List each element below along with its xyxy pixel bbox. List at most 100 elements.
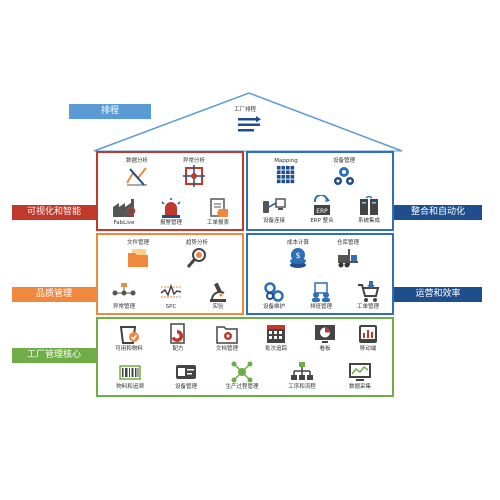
item-core-production: 生产过程管理 bbox=[216, 361, 268, 391]
item-label: 异常管理 bbox=[112, 304, 135, 310]
item-device-link: 设备连接 bbox=[248, 195, 300, 225]
item-erp: ERP ERP 整合 bbox=[296, 195, 348, 225]
schedule-icon bbox=[238, 116, 261, 132]
erp-icon: ERP bbox=[313, 195, 330, 215]
item-mapping: Mapping bbox=[260, 157, 312, 185]
item-core-available: 可用和物料 bbox=[103, 323, 155, 353]
roof-tag: 排程 bbox=[69, 104, 151, 119]
item-label: 工序和流程 bbox=[288, 384, 316, 390]
item-exception-mgmt: 异常管理 bbox=[98, 281, 150, 311]
item-core-batch: 批次追踪 bbox=[250, 323, 302, 353]
item-label: 生产过程管理 bbox=[225, 384, 259, 390]
item-file-mgmt: 文件管理 bbox=[112, 239, 164, 269]
item-label: SPC bbox=[165, 304, 177, 310]
item-label: 文档管理 bbox=[215, 346, 238, 352]
item-data-analysis: 数据分析 bbox=[111, 157, 163, 187]
crosshair-icon bbox=[183, 165, 205, 187]
item-label: 数据分析 bbox=[125, 158, 148, 164]
chain-icon bbox=[264, 282, 284, 302]
item-trend-analysis: 趋势分析 bbox=[171, 239, 223, 269]
item-label: 物料和追溯 bbox=[116, 384, 144, 390]
visual-box: 数据分析 异常分析 FabLive 报警管理 工单报表 bbox=[96, 151, 244, 231]
chart-x-icon bbox=[126, 167, 147, 186]
item-label: 异常分析 bbox=[182, 158, 205, 164]
folder-gear-icon bbox=[216, 326, 238, 344]
item-core-document: 文档管理 bbox=[201, 323, 253, 353]
device-link-icon bbox=[263, 198, 286, 213]
efficiency-box: 成本计算 $ 仓库管理 设备维护 排班管理 工单管理 bbox=[246, 233, 394, 315]
item-fablive: FabLive bbox=[98, 197, 150, 227]
item-core-recipe: 配方 bbox=[152, 323, 204, 353]
item-label: 成本计算 bbox=[286, 240, 309, 246]
item-core-equipment: 设备管理 bbox=[160, 361, 212, 391]
roof-outline bbox=[93, 92, 403, 152]
tree-icon bbox=[291, 362, 313, 380]
item-label: 工单报表 bbox=[206, 220, 229, 226]
item-label: 设备维护 bbox=[262, 304, 285, 310]
svg-text:ERP: ERP bbox=[316, 208, 328, 215]
cart-icon bbox=[358, 281, 380, 302]
item-work-order: 工单管理 bbox=[342, 281, 394, 311]
item-anomaly-analysis: 异常分析 bbox=[168, 157, 220, 187]
item-label: Mapping bbox=[274, 158, 298, 164]
item-core-data: 数据采集 bbox=[334, 361, 386, 391]
item-core-mobile: 移动端 bbox=[342, 323, 394, 353]
server-icon bbox=[360, 195, 378, 215]
item-label: 工单管理 bbox=[356, 304, 379, 310]
item-label: 文件管理 bbox=[126, 240, 149, 246]
item-alarm: 报警管理 bbox=[145, 197, 197, 227]
item-label: 趋势分析 bbox=[185, 240, 208, 246]
item-core-material: 物料和追溯 bbox=[104, 361, 156, 391]
item-label: 实验 bbox=[212, 304, 224, 310]
item-warehouse: 仓库管理 bbox=[322, 239, 374, 269]
item-label: 排班管理 bbox=[309, 304, 332, 310]
item-equipment-mgmt: 设备管理 bbox=[318, 157, 370, 187]
screen-chart-icon bbox=[349, 363, 371, 381]
gears-icon bbox=[334, 167, 354, 185]
item-maintenance: 设备维护 bbox=[248, 281, 300, 311]
item-core-process: 工序和流程 bbox=[276, 361, 328, 391]
quality-box: 文件管理 趋势分析 异常管理 SPC 实验 bbox=[96, 233, 244, 315]
folder-icon bbox=[128, 249, 148, 267]
item-label: 仓库管理 bbox=[336, 240, 359, 246]
tag-efficiency: 运营和效率 bbox=[394, 287, 482, 302]
item-label: 设备连接 bbox=[262, 218, 285, 224]
core-box: 可用和物料 配方 文档管理 批次追踪 看板 移动端 物料和追溯 设备管理 生产过… bbox=[96, 317, 394, 397]
item-label: 设备管理 bbox=[332, 158, 355, 164]
item-label: ERP 整合 bbox=[310, 218, 334, 224]
tag-core: 工厂管理核心 bbox=[12, 348, 96, 363]
people-icon bbox=[312, 282, 330, 302]
item-label: 移动端 bbox=[359, 346, 377, 352]
item-spc: SPC bbox=[145, 281, 197, 311]
item-lab: 实验 bbox=[192, 281, 244, 311]
item-system-integration: 系统集成 bbox=[343, 195, 395, 225]
item-label: 数据采集 bbox=[348, 384, 371, 390]
tag-quality: 品质管理 bbox=[12, 287, 96, 302]
item-core-kanban: 看板 bbox=[299, 323, 351, 353]
tablet-icon bbox=[359, 325, 377, 343]
item-label: 设备管理 bbox=[174, 384, 197, 390]
tag-visual: 可视化和智能 bbox=[12, 205, 96, 220]
monitor-pie-icon bbox=[315, 325, 335, 343]
item-cost: 成本计算 $ bbox=[272, 239, 324, 269]
factory-icon bbox=[113, 199, 136, 217]
pie-doc-icon bbox=[170, 323, 185, 344]
siren-icon bbox=[161, 198, 181, 218]
item-label: 批次追踪 bbox=[264, 346, 287, 352]
roof-label: 工厂排程 bbox=[233, 107, 256, 113]
microscope-icon bbox=[210, 282, 226, 302]
forklift-icon bbox=[338, 249, 358, 268]
tag-integration: 整合和自动化 bbox=[394, 205, 482, 220]
item-label: 配方 bbox=[172, 346, 184, 352]
cup-check-icon bbox=[119, 326, 139, 344]
item-label: 报警管理 bbox=[159, 220, 182, 226]
flow-icon bbox=[112, 283, 136, 296]
magnifier-icon bbox=[186, 248, 206, 268]
spc-icon bbox=[160, 283, 182, 298]
svg-text:$: $ bbox=[295, 251, 300, 260]
barcode-icon bbox=[119, 365, 141, 380]
grid-icon bbox=[276, 165, 295, 184]
item-shift: 排班管理 bbox=[295, 281, 347, 311]
item-label: 系统集成 bbox=[357, 218, 380, 224]
calendar-grid-icon bbox=[267, 325, 285, 343]
